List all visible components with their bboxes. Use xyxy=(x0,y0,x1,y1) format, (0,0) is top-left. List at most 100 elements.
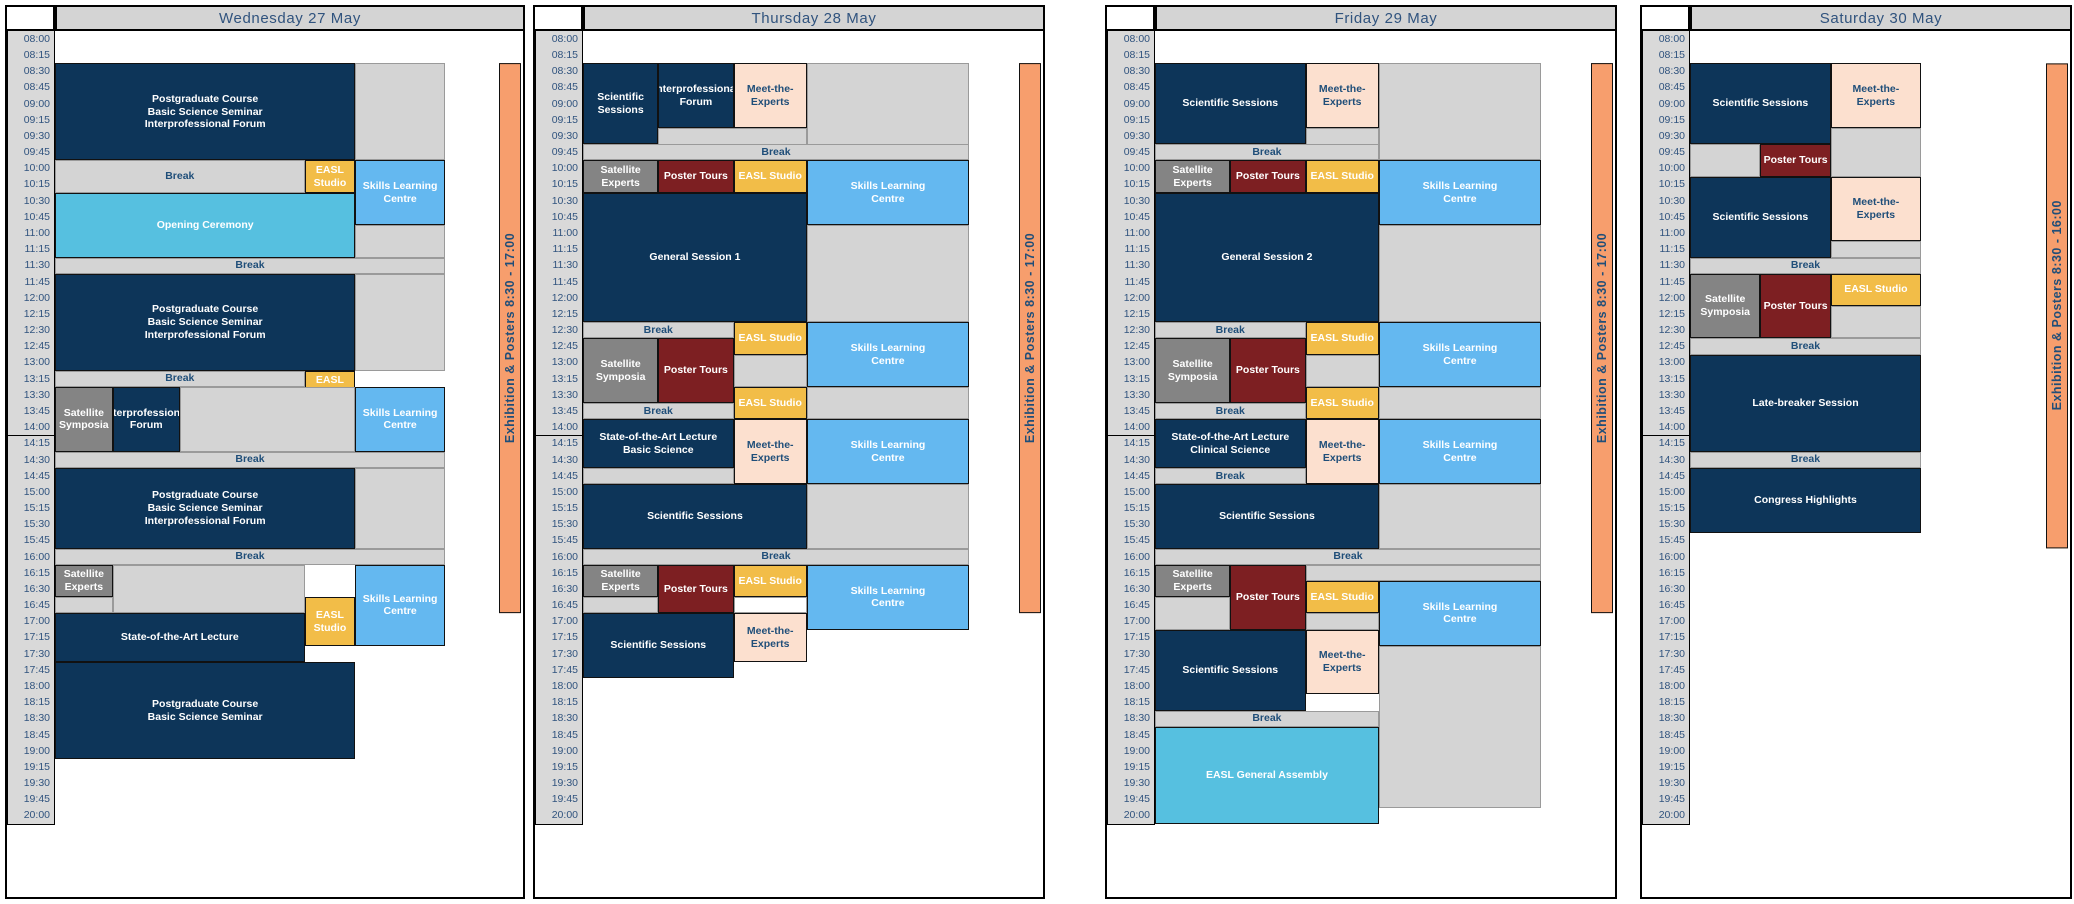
session-block-interprofessional[interactable]: Interprofessional Forum xyxy=(112,386,180,452)
session-block-break[interactable]: Break xyxy=(1155,403,1306,420)
session-block-postgraduate-course[interactable]: Postgraduate Course Basic Science Semina… xyxy=(55,467,356,549)
session-block-easl-studio[interactable]: EASL Studio xyxy=(1305,386,1379,420)
session-block-meet-the-experts[interactable]: Meet-the-Experts xyxy=(733,63,807,129)
session-block-break[interactable]: Break xyxy=(55,451,445,468)
session-block-satellite[interactable]: Satellite Symposia xyxy=(583,338,659,404)
session-block-skills-learning[interactable]: Skills Learning Centre xyxy=(1378,322,1541,387)
session-block-satellite-experts[interactable]: Satellite Experts xyxy=(1155,160,1231,193)
session-block-easl-general-assembly[interactable]: EASL General Assembly xyxy=(1155,726,1379,824)
session-block-easl-studio[interactable]: EASL Studio xyxy=(733,160,807,193)
session-block-late-breaker-session[interactable]: Late-breaker Session xyxy=(1690,354,1922,452)
session-block-scientific-sessions[interactable]: Scientific Sessions xyxy=(583,613,734,679)
session-block-skills-learning[interactable]: Skills Learning Centre xyxy=(806,160,969,226)
session-block-skills-learning[interactable]: Skills Learning Centre xyxy=(806,564,969,630)
time-label: 08:00 xyxy=(7,31,55,49)
session-block-meet-the-experts[interactable]: Meet-the-Experts xyxy=(733,419,807,485)
session-block-general-session-2[interactable]: General Session 2 xyxy=(1155,192,1379,323)
session-block-poster-tours[interactable]: Poster Tours xyxy=(658,338,734,404)
session-block-break[interactable]: Break xyxy=(583,548,969,565)
session-block-break[interactable]: Break xyxy=(1155,467,1306,485)
time-label: 11:30 xyxy=(1107,257,1155,275)
time-label: 08:30 xyxy=(7,63,55,81)
session-block-break[interactable]: Break xyxy=(1155,144,1379,161)
session-block-easl-studio[interactable]: EASL Studio xyxy=(733,386,807,420)
session-block-break[interactable]: Break xyxy=(55,548,445,565)
session-block-scientific-sessions[interactable]: Scientific Sessions xyxy=(583,484,807,549)
session-block-break[interactable]: Break xyxy=(1155,322,1306,339)
session-block-poster-tours[interactable]: Poster Tours xyxy=(658,160,734,193)
time-label: 17:45 xyxy=(535,662,583,680)
session-block-general-session-1[interactable]: General Session 1 xyxy=(583,192,807,323)
session-block-skills-learning[interactable]: Skills Learning Centre xyxy=(1378,419,1541,485)
session-block-poster-tours[interactable]: Poster Tours xyxy=(1230,564,1306,630)
session-block-state-of-the-art-lecture[interactable]: State-of-the-Art Lecture xyxy=(55,613,305,662)
session-block-break[interactable]: Break xyxy=(583,403,734,420)
session-block-easl-studio[interactable]: EASL Studio xyxy=(1305,581,1379,614)
session-block-satellite-experts[interactable]: Satellite Experts xyxy=(55,564,113,598)
session-block-postgraduate-course[interactable]: Postgraduate Course Basic Science Semina… xyxy=(55,63,356,161)
session-block-satellite-experts[interactable]: Satellite Experts xyxy=(583,564,659,598)
time-label: 18:00 xyxy=(7,678,55,696)
session-block-state-of-the-art-lecture[interactable]: State-of-the-Art Lecture Basic Science xyxy=(583,419,734,468)
session-block-congress-highlights[interactable]: Congress Highlights xyxy=(1690,467,1922,533)
session-block-easl-studio[interactable]: EASL Studio xyxy=(304,160,356,193)
session-block-poster-tours[interactable]: Poster Tours xyxy=(1230,160,1306,193)
session-block-postgraduate-course[interactable]: Postgraduate Course Basic Science Semina… xyxy=(55,273,356,371)
session-block-skills-learning[interactable]: Skills Learning Centre xyxy=(1378,581,1541,646)
session-block-skills-learning[interactable]: Skills Learning Centre xyxy=(355,564,445,646)
session-block-scientific-sessions[interactable]: Scientific Sessions xyxy=(1690,176,1831,258)
session-block-skills-learning[interactable]: Skills Learning Centre xyxy=(806,419,969,485)
session-block-break[interactable]: Break xyxy=(55,160,305,193)
session-block-break[interactable]: Break xyxy=(1690,257,1922,274)
session-block-break[interactable]: Break xyxy=(583,322,734,339)
time-label: 14:45 xyxy=(535,467,583,486)
session-block-meet-the-experts[interactable]: Meet-the-Experts xyxy=(733,613,807,662)
session-block-break[interactable]: Break xyxy=(1690,451,1922,468)
session-block-postgraduate-course[interactable]: Postgraduate Course Basic Science Semina… xyxy=(55,662,356,760)
session-block-break[interactable]: Break xyxy=(55,370,305,387)
session-block-satellite[interactable]: Satellite Symposia xyxy=(1155,338,1231,404)
session-block-skills-learning[interactable]: Skills Learning Centre xyxy=(355,160,445,226)
session-block-poster-tours[interactable]: Poster Tours xyxy=(658,564,734,614)
session-block-poster-tours[interactable]: Poster Tours xyxy=(1230,338,1306,404)
session-block-scientific-sessions[interactable]: Scientific Sessions xyxy=(1155,484,1379,549)
session-block-poster-tours[interactable]: Poster Tours xyxy=(1760,273,1831,339)
session-block-easl-studio[interactable]: EASL Studio xyxy=(1305,160,1379,193)
session-block-easl-studio[interactable]: EASL Studio xyxy=(733,322,807,355)
session-block-easl-studio[interactable]: EASL Studio xyxy=(1830,273,1922,307)
session-block-easl-studio[interactable]: EASL Studio xyxy=(304,597,356,646)
session-block-interprofessional[interactable]: Interprofessional Forum xyxy=(658,63,734,129)
session-block-break[interactable]: Break xyxy=(1155,710,1379,727)
time-label: 12:30 xyxy=(1642,322,1690,340)
session-block-break[interactable]: Break xyxy=(583,144,969,161)
session-block-satellite[interactable]: Satellite Symposia xyxy=(55,386,113,452)
session-block-break[interactable]: Break xyxy=(1155,548,1541,565)
session-block-scientific[interactable]: Scientific Sessions xyxy=(583,63,659,145)
time-label: 14:30 xyxy=(7,451,55,469)
session-block-scientific-sessions[interactable]: Scientific Sessions xyxy=(1155,63,1306,145)
session-block-satellite-experts[interactable]: Satellite Experts xyxy=(583,160,659,193)
session-block-scientific-sessions[interactable]: Scientific Sessions xyxy=(1690,63,1831,145)
session-block-break[interactable]: Break xyxy=(55,257,445,274)
session-block-satellite-experts[interactable]: Satellite Experts xyxy=(1155,564,1231,598)
session-block-skills-learning[interactable]: Skills Learning Centre xyxy=(355,386,445,452)
session-block-meet-the-experts[interactable]: Meet-the-Experts xyxy=(1305,63,1379,129)
time-label: 13:30 xyxy=(7,386,55,405)
session-block-scientific-sessions[interactable]: Scientific Sessions xyxy=(1155,629,1306,711)
session-block-meet-the-experts[interactable]: Meet-the-Experts xyxy=(1830,176,1922,242)
session-block-skills-learning[interactable]: Skills Learning Centre xyxy=(806,322,969,387)
session-block-skills-learning[interactable]: Skills Learning Centre xyxy=(1378,160,1541,226)
session-block-meet-the-experts[interactable]: Meet-the-Experts xyxy=(1830,63,1922,129)
time-label: 19:45 xyxy=(7,791,55,809)
session-block-opening-ceremony[interactable]: Opening Ceremony xyxy=(55,192,356,258)
session-block-poster-tours[interactable]: Poster Tours xyxy=(1760,144,1831,177)
session-block-meet-the-experts[interactable]: Meet-the-Experts xyxy=(1305,629,1379,695)
session-block-easl-studio[interactable]: EASL Studio xyxy=(1305,322,1379,355)
session-block-break[interactable]: Break xyxy=(1690,338,1922,355)
session-block-easl-studio[interactable]: EASL Studio xyxy=(733,564,807,598)
time-label: 17:00 xyxy=(535,613,583,631)
session-block-meet-the-experts[interactable]: Meet-the-Experts xyxy=(1305,419,1379,485)
session-block-satellite[interactable]: Satellite Symposia xyxy=(1690,273,1761,339)
session-block-state-of-the-art-lecture[interactable]: State-of-the-Art Lecture Clinical Scienc… xyxy=(1155,419,1306,468)
